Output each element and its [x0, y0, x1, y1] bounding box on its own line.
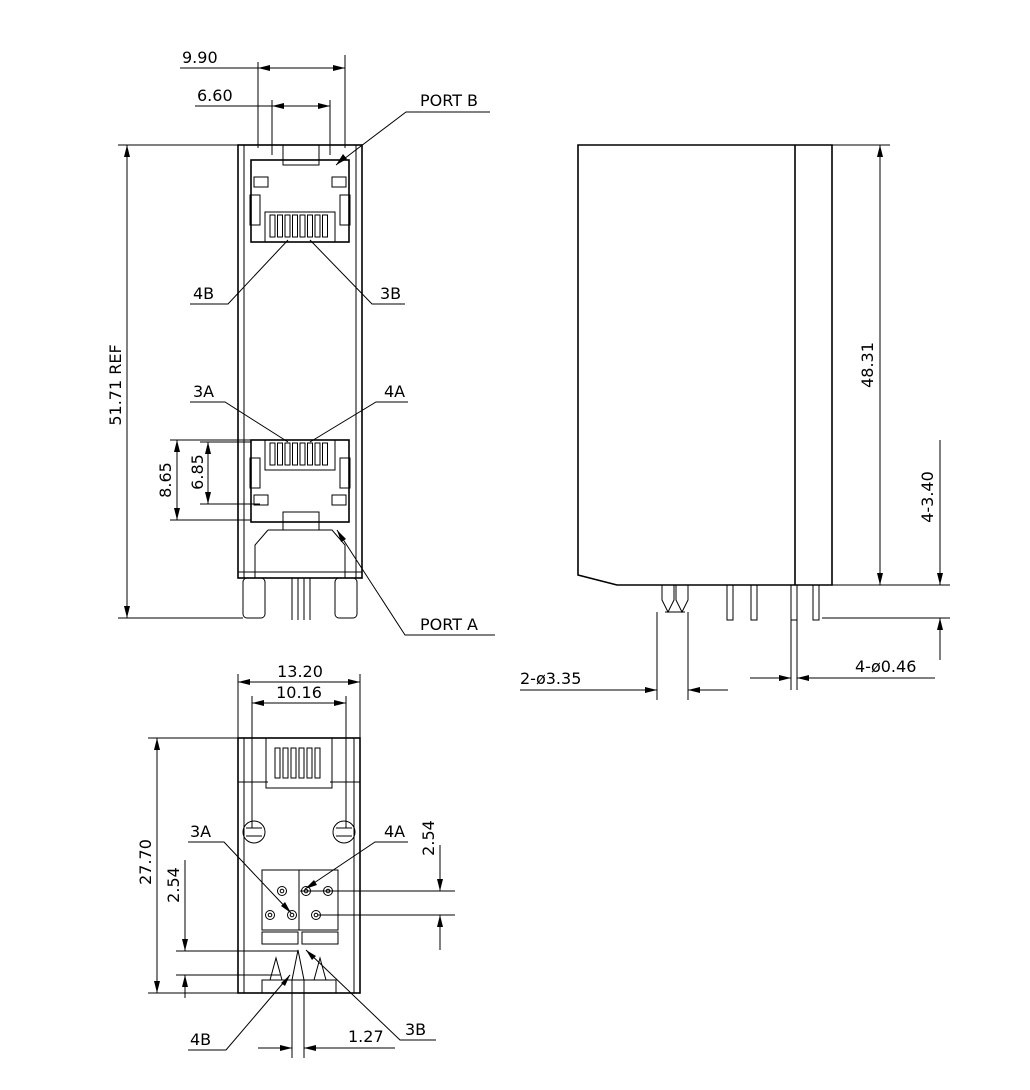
dim-label: 4-3.40	[918, 471, 937, 523]
contact-finger	[284, 442, 291, 466]
contact-finger	[274, 747, 281, 779]
dimension-51-71: 51.71 REF	[106, 144, 243, 619]
pin-hole	[265, 910, 275, 920]
dimension-8-65: 8.65	[156, 439, 251, 521]
dimension-10-16: 10.16	[251, 683, 347, 828]
callout-label: 4A	[384, 382, 405, 401]
contact-finger	[299, 214, 306, 238]
front-view-body	[237, 144, 363, 620]
callout-4b-bottom: 4B	[188, 974, 291, 1051]
contact-finger	[292, 442, 298, 466]
front-view: 9.90 6.60 51.71 REF 8.65	[106, 48, 495, 636]
dim-label: 2.54	[164, 867, 183, 903]
front-contacts	[269, 214, 328, 466]
contact-finger	[314, 214, 321, 238]
callout-label: 4A	[384, 822, 405, 841]
dim-label: 48.31	[858, 342, 877, 388]
contact-finger	[322, 442, 328, 466]
bottom-view-body	[237, 737, 361, 994]
dimension-27-70: 27.70	[136, 737, 238, 994]
callout-3b: 3B	[309, 239, 405, 305]
pin-hole-center	[289, 912, 295, 918]
contact-finger	[306, 747, 313, 779]
callout-port-b: PORT B	[335, 91, 490, 166]
callout-label: 4B	[193, 284, 214, 303]
dimension-2-54-left: 2.54	[164, 860, 298, 998]
callout-label: 3B	[405, 1020, 426, 1039]
contact-finger	[322, 214, 328, 238]
callout-label: 3B	[380, 284, 401, 303]
contact-finger	[299, 442, 306, 466]
dim-label: 2-ø3.35	[520, 669, 581, 688]
pin-hole	[287, 910, 297, 920]
dim-label: 51.71 REF	[106, 344, 125, 425]
side-view-body	[577, 144, 833, 621]
dim-label: 8.65	[156, 462, 175, 498]
dimension-2-dia-3-35: 2-ø3.35	[520, 612, 728, 700]
dimension-4-dia-0-46: 4-ø0.46	[750, 620, 935, 690]
contact-finger	[277, 442, 283, 466]
contact-finger	[314, 442, 321, 466]
dimension-48-31: 48.31	[832, 144, 950, 586]
callout-3a-bottom: 3A	[188, 822, 292, 914]
contact-finger	[298, 747, 305, 779]
contact-finger	[269, 214, 276, 238]
pin-hole	[277, 886, 287, 896]
dimension-1-27: 1.27	[258, 980, 395, 1058]
dim-label: 10.16	[276, 683, 322, 702]
callout-label: 3A	[193, 382, 214, 401]
callout-3a: 3A	[190, 382, 289, 443]
dim-label: 27.70	[136, 839, 155, 885]
callout-4a: 4A	[309, 382, 408, 443]
callout-4b: 4B	[190, 239, 289, 305]
dimension-6-85: 6.85	[188, 441, 260, 505]
dim-label: 9.90	[182, 48, 218, 67]
callout-label: PORT B	[420, 91, 478, 110]
callout-label: PORT A	[420, 615, 478, 634]
dimension-2-54-right: 2.54	[300, 820, 455, 950]
contact-finger	[292, 214, 298, 238]
bottom-view: 13.20 10.16 27.70 2.54	[136, 662, 455, 1058]
callout-3b-bottom: 3B	[305, 949, 436, 1041]
dimension-4-3-40: 4-3.40	[822, 440, 950, 660]
callout-port-a: PORT A	[336, 529, 495, 636]
contact-finger	[307, 442, 313, 466]
callout-label: 3A	[190, 822, 211, 841]
callout-label: 4B	[190, 1030, 211, 1049]
callout-4a-bottom: 4A	[304, 822, 408, 890]
dim-label: 6.85	[188, 454, 207, 490]
pin-hole-center	[279, 888, 285, 894]
dim-label: 13.20	[277, 662, 323, 681]
dimension-6-60: 6.60	[195, 86, 331, 155]
contact-finger	[314, 747, 321, 779]
contact-finger	[269, 442, 276, 466]
dim-label: 1.27	[348, 1027, 384, 1046]
contact-finger	[290, 747, 297, 779]
contact-finger	[307, 214, 313, 238]
contact-finger	[282, 747, 289, 779]
dim-label: 4-ø0.46	[855, 657, 916, 676]
dimension-9-90: 9.90	[180, 48, 346, 148]
dimension-13-20: 13.20	[237, 662, 361, 738]
contact-finger	[277, 214, 283, 238]
dim-label: 2.54	[419, 820, 438, 856]
side-view: 48.31 4-3.40 2-ø3.35 4-ø0.46	[520, 144, 950, 700]
pin-hole-center	[313, 912, 319, 918]
dim-label: 6.60	[197, 86, 233, 105]
pin-hole-center	[267, 912, 273, 918]
contact-finger	[284, 214, 291, 238]
